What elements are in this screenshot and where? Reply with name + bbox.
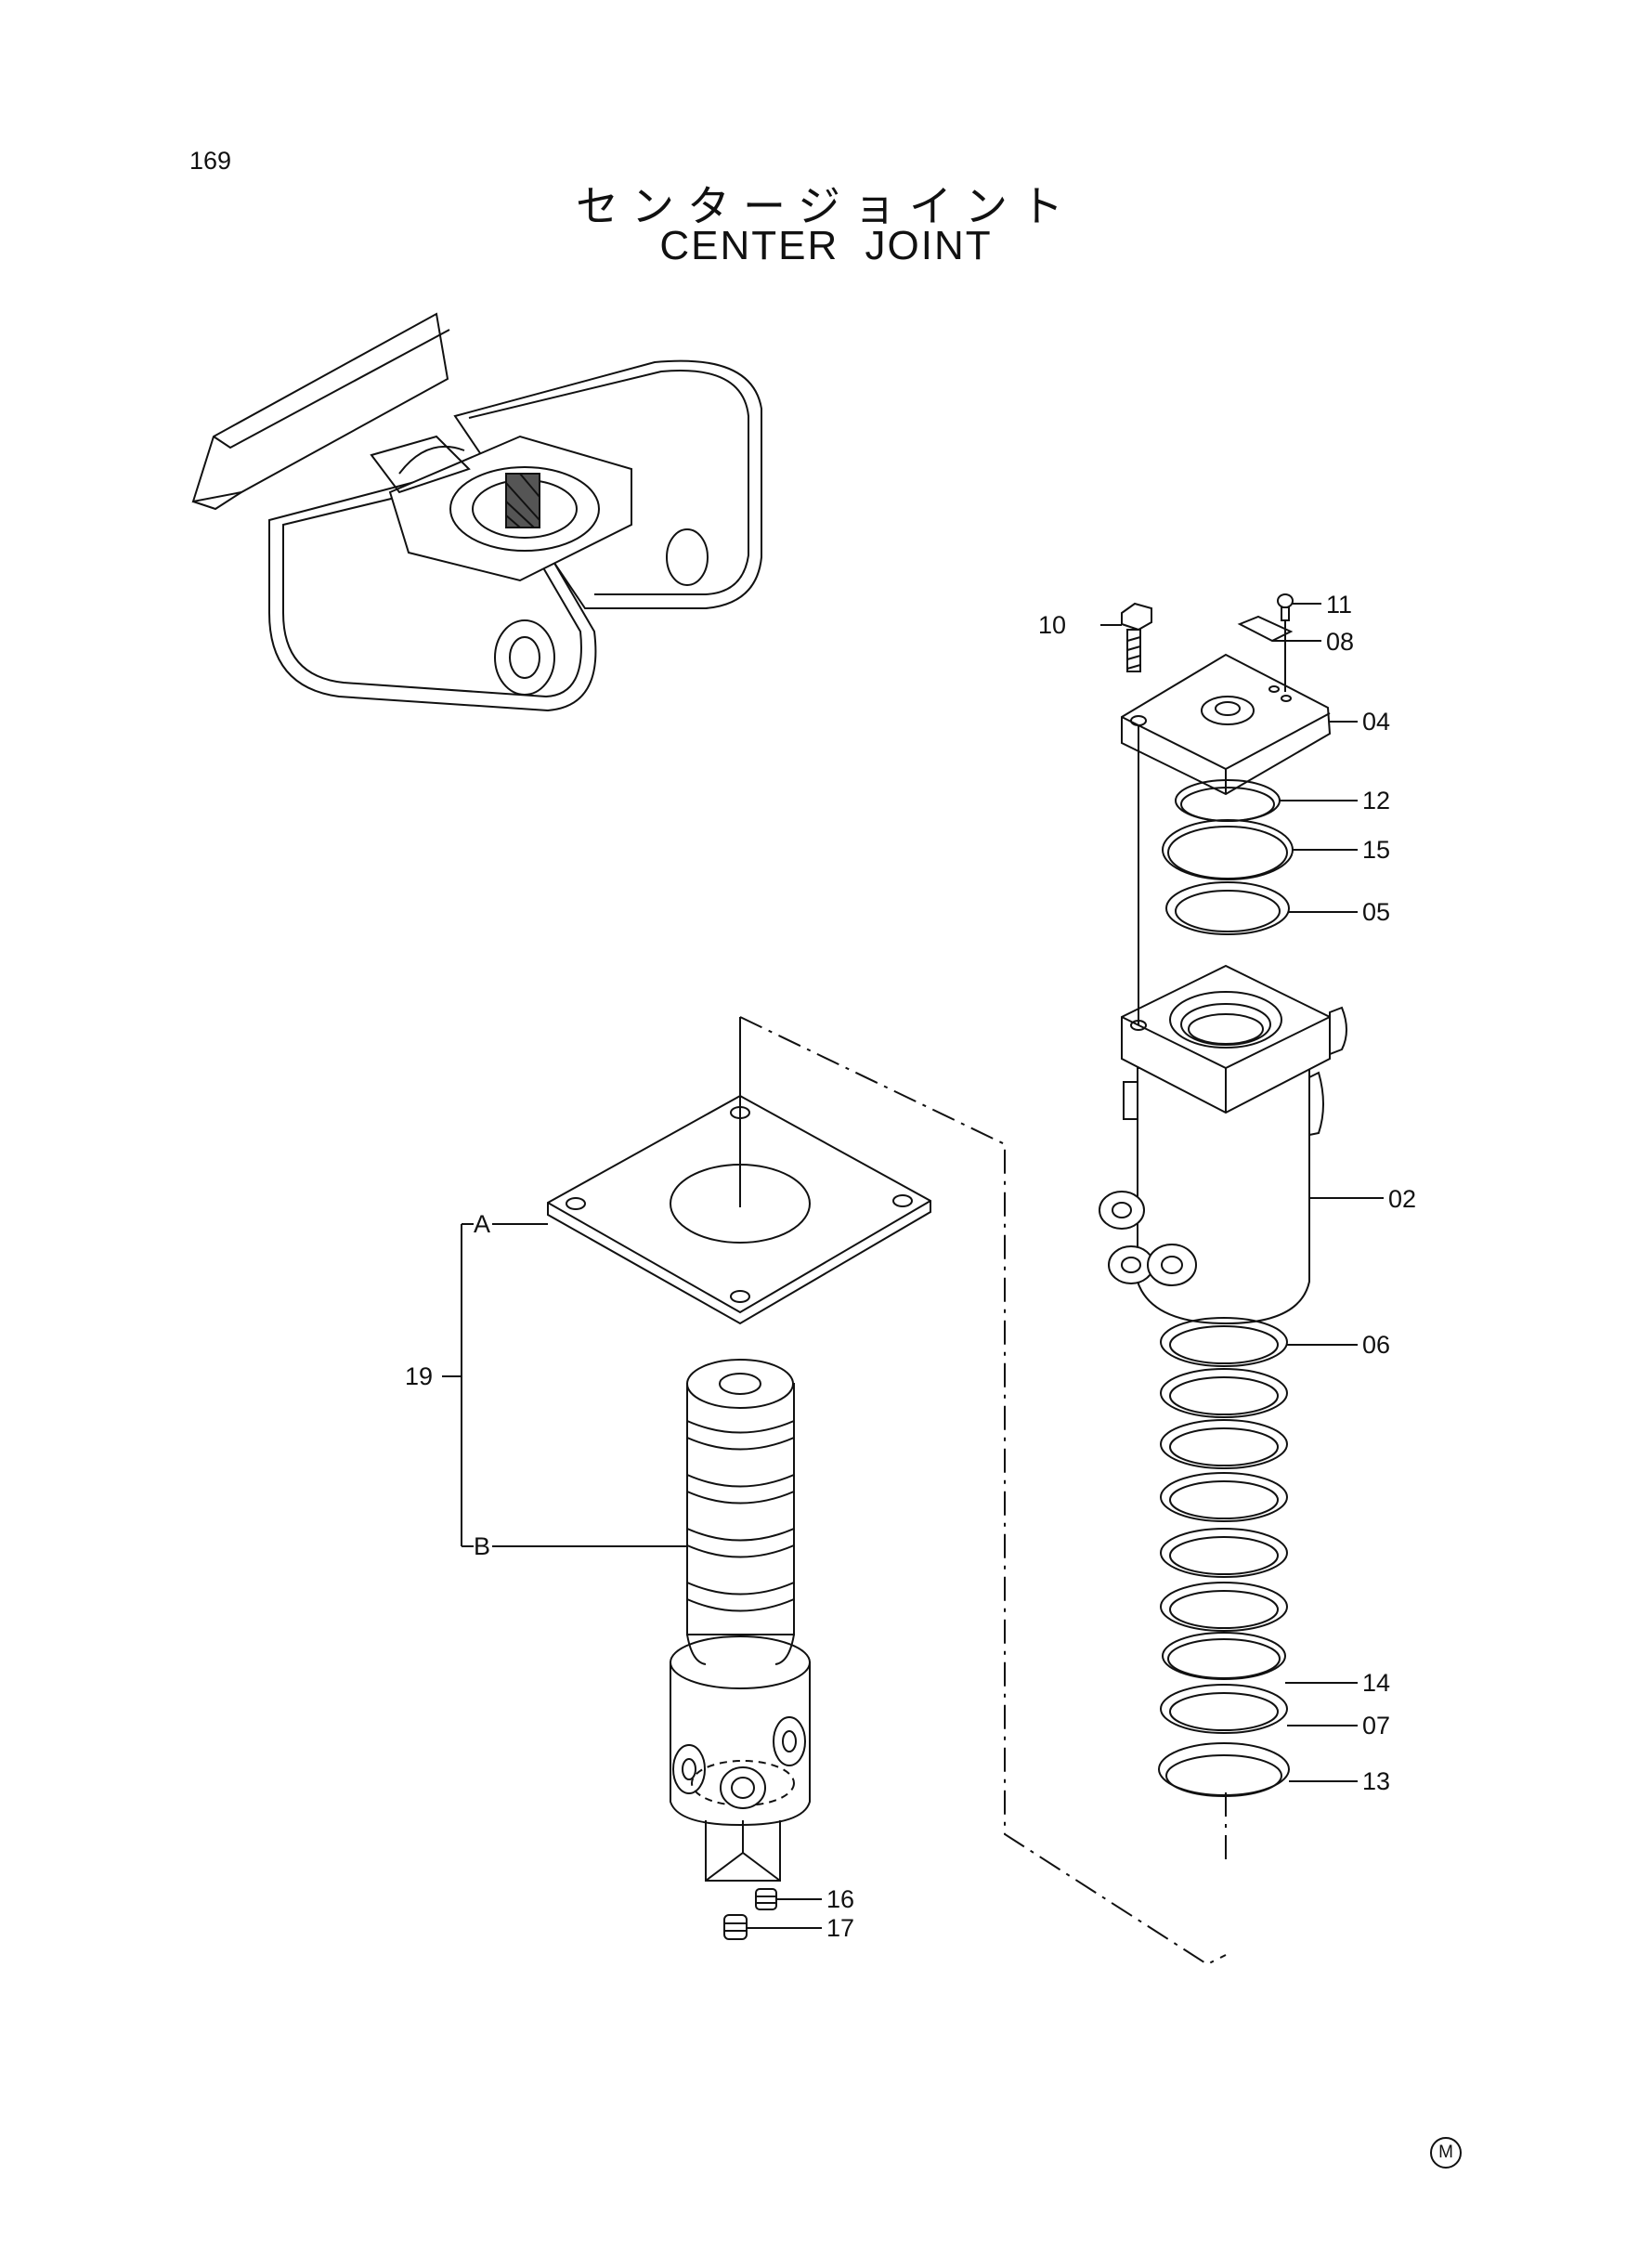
- callout-11: 11: [1326, 591, 1352, 619]
- sub-label-b: B: [474, 1532, 490, 1560]
- callout-05: 05: [1362, 898, 1390, 926]
- callout-17: 17: [826, 1914, 854, 1942]
- plug-11: [1277, 593, 1294, 621]
- callout-19: 19: [405, 1362, 433, 1390]
- bracket-19: [442, 1223, 687, 1547]
- cover-plate-04: [1121, 653, 1332, 796]
- callout-02: 02: [1388, 1185, 1416, 1213]
- o-ring-14: [1162, 1632, 1286, 1680]
- plate-08: [1237, 615, 1294, 643]
- callout-10: 10: [1038, 611, 1066, 639]
- title-english: CENTER JOINT: [659, 223, 993, 268]
- machine-overview-illustration: [191, 312, 762, 712]
- gasket-plate-a: [547, 1094, 931, 1325]
- callout-06: 06: [1362, 1331, 1390, 1359]
- callout-14: 14: [1362, 1669, 1390, 1697]
- callout-12: 12: [1362, 787, 1390, 814]
- body-02: [1099, 964, 1347, 1325]
- o-ring-15: [1162, 819, 1294, 880]
- spindle-b: [670, 1359, 811, 1882]
- leader-lines: [747, 603, 1384, 1929]
- callout-04: 04: [1362, 708, 1390, 736]
- sub-label-a: A: [474, 1210, 490, 1238]
- circled-m-mark: M: [1430, 2137, 1462, 2169]
- ring-13: [1158, 1742, 1290, 1797]
- callout-15: 15: [1362, 836, 1390, 864]
- ring-07: [1160, 1684, 1288, 1734]
- callout-07: 07: [1362, 1712, 1390, 1739]
- plug-17: [723, 1914, 748, 1940]
- seal-ring-stack-06: [1160, 1317, 1288, 1632]
- ring-05: [1165, 881, 1290, 935]
- plug-16: [755, 1888, 777, 1910]
- page-number: 169: [189, 147, 232, 175]
- callout-08: 08: [1326, 628, 1354, 656]
- assembly-connector-line: [739, 1016, 1227, 1966]
- callout-13: 13: [1362, 1767, 1390, 1795]
- title-japanese: センタージョイント: [575, 181, 1077, 231]
- bolt-10: [1121, 602, 1152, 672]
- callout-16: 16: [826, 1885, 854, 1913]
